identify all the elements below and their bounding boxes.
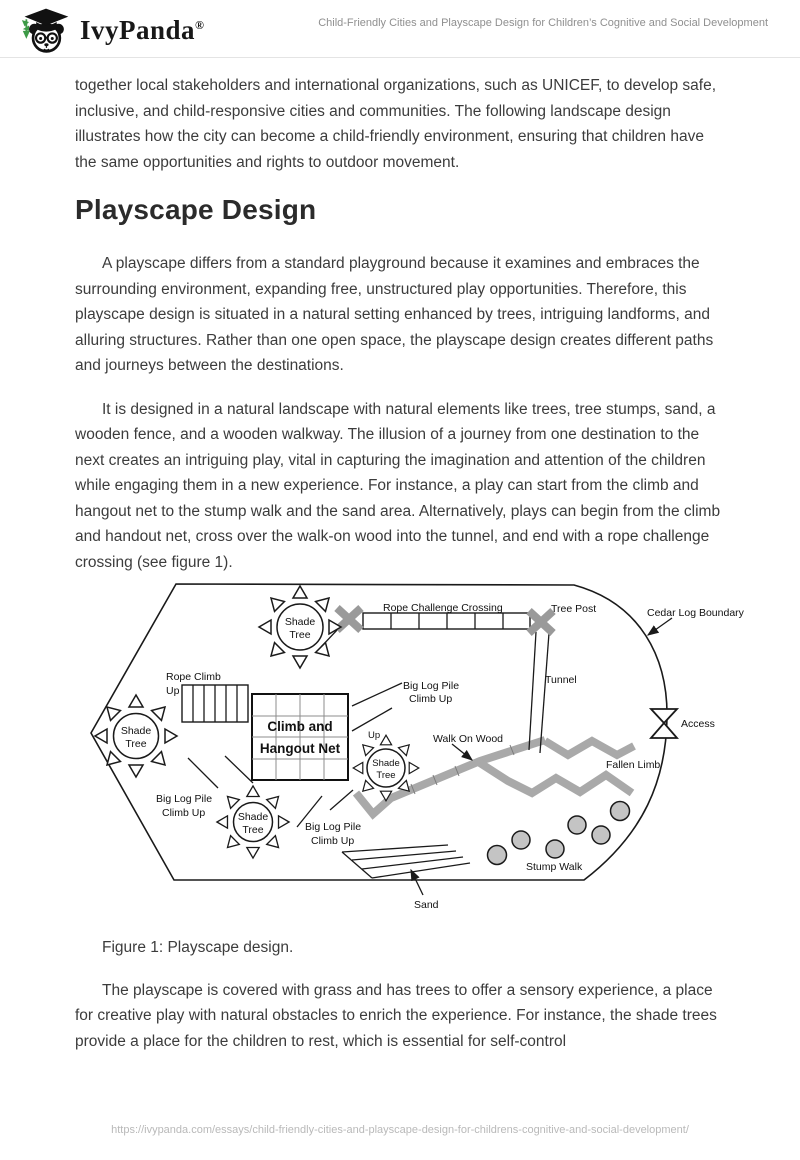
section-heading: Playscape Design [75,194,317,225]
sand-area [341,844,471,879]
walk-on-wood-path [352,736,636,820]
svg-text:Shade: Shade [285,616,316,628]
tree-post-x-icon [526,608,556,636]
label-rope-climb-line2: Up [166,685,180,697]
shade-tree-center: Shade Tree [353,735,419,801]
label-tree-post: Tree Post [551,603,596,615]
svg-text:Shade: Shade [238,811,269,823]
svg-text:Shade: Shade [121,725,152,737]
sand-arrow [410,868,424,896]
document-title: Child-Friendly Cities and Playscape Desi… [318,17,768,29]
label-up: Up [368,730,380,741]
label-big-log-2-line2: Climb Up [162,807,205,819]
tunnel-lines [528,631,550,754]
label-rope-challenge-crossing: Rope Challenge Crossing [383,602,503,614]
brand-name: IvyPanda® [80,14,205,45]
rope-climb-up-structure [181,684,249,723]
svg-text:Shade: Shade [372,758,399,769]
label-big-log-1-line1: Big Log Pile [403,680,459,692]
label-big-log-2-line1: Big Log Pile [156,793,212,805]
label-fallen-limb: Fallen Limb [606,759,660,771]
article-body: together local stakeholders and internat… [0,73,800,1054]
figure-caption: Figure 1: Playscape design. [102,939,294,956]
climb-hangout-net: Climb and Hangout Net [251,693,349,781]
ivypanda-logo: IvyPanda® [16,5,205,55]
label-sand: Sand [414,899,439,911]
paragraph-intro: together local stakeholders and internat… [75,77,717,171]
page-header: IvyPanda® Child-Friendly Cities and Play… [0,0,800,58]
stump-walk-stumps [486,800,631,866]
label-rope-climb-line1: Rope Climb [166,671,221,683]
source-url: https://ivypanda.com/essays/child-friend… [111,1124,689,1136]
label-big-log-3-line1: Big Log Pile [305,821,361,833]
walk-on-wood-arrow [451,743,474,761]
net-label-line1: Climb and [267,719,332,734]
svg-text:Tree: Tree [289,629,310,641]
rope-challenge-crossing [320,605,556,648]
label-cedar-log-boundary: Cedar Log Boundary [647,607,745,619]
cedar-boundary-arrow [646,617,673,636]
svg-text:Tree: Tree [125,738,146,750]
label-stump-walk: Stump Walk [526,861,583,873]
label-big-log-3-line2: Climb Up [311,835,354,847]
svg-text:Tree: Tree [376,770,395,781]
panda-logo-icon [21,8,69,53]
access-gate-icon [648,708,680,739]
label-tunnel: Tunnel [545,674,577,686]
registered-mark: ® [195,17,205,32]
shade-tree-top: Shade Tree [259,586,341,668]
shade-tree-left: Shade Tree [95,695,177,777]
label-walk-on-wood: Walk On Wood [433,733,503,745]
paragraph-2: A playscape differs from a standard play… [75,255,714,374]
shade-tree-bottom: Shade Tree [217,786,289,858]
playscape-diagram: Climb and Hangout Net Shade Tree Shade T… [90,583,745,911]
paragraph-3: It is designed in a natural landscape wi… [75,400,721,571]
net-label-line2: Hangout Net [260,741,341,756]
leader-lines [187,682,403,828]
paragraph-4: The playscape is covered with grass and … [75,981,717,1050]
svg-text:Tree: Tree [242,824,263,836]
label-access: Access [681,718,715,730]
label-big-log-1-line2: Climb Up [409,693,452,705]
